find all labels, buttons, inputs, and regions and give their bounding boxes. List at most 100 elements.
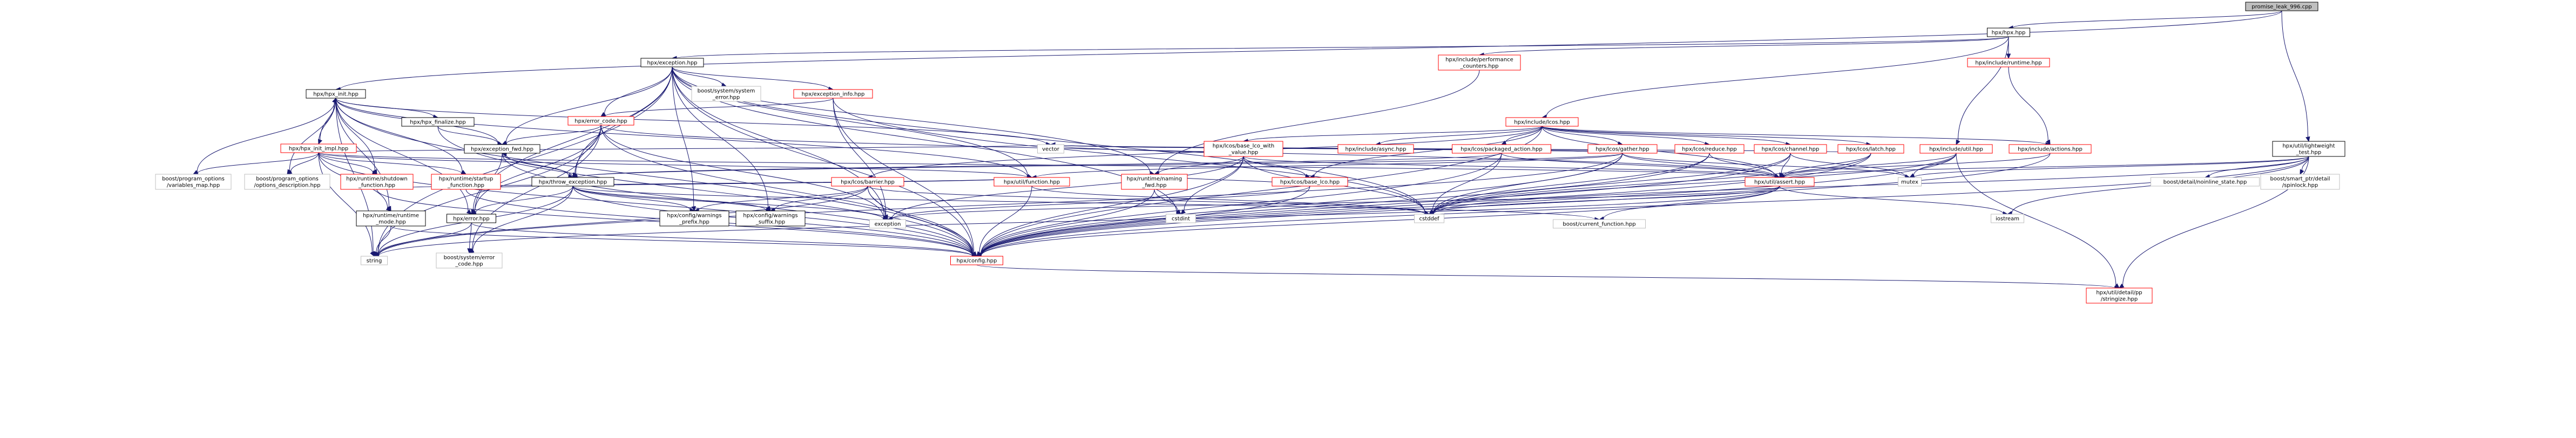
edge-line [1433, 156, 2309, 214]
node-shutdown-fn[interactable]: hpx/runtime/shutdown_function.hpp [340, 174, 414, 190]
node-label: hpx/lcos/gather.hpp [1595, 147, 1649, 153]
node-lcos-gather[interactable]: hpx/lcos/gather.hpp [1587, 144, 1658, 154]
node-label: hpx/error_code.hpp [574, 119, 627, 125]
node-perf-counters[interactable]: hpx/include/performance_counters.hpp [1438, 54, 1521, 71]
edge-line [318, 152, 373, 173]
node-inc-runtime[interactable]: hpx/include/runtime.hpp [1967, 58, 2050, 67]
node-label: exception [875, 222, 901, 228]
node-naming-fwd[interactable]: hpx/runtime/naming_fwd.hpp [1121, 174, 1188, 190]
node-box [361, 256, 388, 265]
edge-line [289, 98, 336, 171]
node-inc-lcos[interactable]: hpx/include/lcos.hpp [1505, 117, 1579, 127]
node-box [2151, 177, 2260, 187]
node-util-assert[interactable]: hpx/util/assert.hpp [1745, 177, 1815, 187]
node-boost-smart-ptr-simplock[interactable]: boost/smart_ptr/detail/spinlock.hpp [2260, 174, 2340, 190]
node-hpx-hpp[interactable]: hpx/hpx.hpp [1987, 28, 2030, 37]
node-std-iostream[interactable]: iostream [1991, 214, 2024, 223]
edge-line [1380, 126, 1543, 145]
node-packaged-action[interactable]: hpx/lcos/packaged_action.hpp [1452, 144, 1551, 154]
node-label: hpx/runtime/naming [1127, 176, 1182, 182]
edge-line [290, 152, 319, 172]
node-lcos-reduce[interactable]: hpx/lcos/reduce.hpp [1674, 144, 1745, 154]
node-lcos-base-lco[interactable]: hpx/lcos/base_lco.hpp [1272, 177, 1348, 187]
edge-line [981, 153, 2051, 256]
node-hpx-init-impl[interactable]: hpx/hpx_init_impl.hpp [280, 143, 357, 153]
edge-line [472, 125, 601, 250]
node-hpx-finalize[interactable]: hpx/hpx_finalize.hpp [401, 117, 475, 127]
node-box [793, 89, 873, 99]
node-exception[interactable]: hpx/exception.hpp [640, 58, 704, 67]
node-base-lco-with-value[interactable]: hpx/lcos/base_lco_with_value.hpp [1204, 141, 1283, 157]
node-boost-po-varmap[interactable]: boost/program_options/variables_map.hpp [155, 174, 232, 190]
edge-line [1158, 70, 1480, 173]
node-lightweight-test[interactable]: hpx/util/lightweight_test.hpp [2272, 141, 2345, 157]
edge-hpx-hpp-to-inc-lcos [1541, 36, 2009, 119]
edge-line [1779, 186, 2004, 214]
node-label: hpx/lcos/barrier.hpp [841, 180, 895, 186]
node-exception-fwd[interactable]: hpx/exception_fwd.hpp [464, 144, 540, 154]
edge-line [672, 66, 1425, 214]
node-exception-info[interactable]: hpx/exception_info.hpp [793, 89, 873, 99]
node-boost-system-error-code[interactable]: boost/system/error_code.hpp [436, 252, 503, 269]
edge-exception-fwd-to-throw-exception [502, 153, 574, 179]
node-error-hpp[interactable]: hpx/error.hpp [447, 214, 496, 223]
edge-arrowhead [971, 251, 978, 257]
node-label: hpx/lcos/base_lco.hpp [1280, 180, 1340, 186]
node-inc-actions[interactable]: hpx/include/actions.hpp [2009, 144, 2092, 154]
node-label: hpx/util/lightweight [2282, 143, 2335, 149]
edge-line [672, 66, 829, 90]
edge-line [1541, 126, 1619, 144]
node-startup-fn[interactable]: hpx/runtime/startup_function.hpp [431, 174, 501, 190]
edge-lcos-barrier-to-std-exception [867, 186, 888, 221]
edge-line [1433, 153, 1710, 214]
node-throw-exception[interactable]: hpx/throw_exception.hpp [531, 177, 614, 187]
node-std-cstddef[interactable]: cstddef [1414, 214, 1444, 223]
edge-line [474, 66, 673, 212]
node-label: boost/program_options [256, 176, 319, 182]
node-inc-util[interactable]: hpx/include/util.hpp [1919, 144, 1993, 154]
node-warnings-prefix[interactable]: hpx/config/warnings_prefix.hpp [659, 210, 729, 227]
node-std-vector[interactable]: vector [1037, 144, 1064, 154]
edge-line [475, 186, 573, 214]
node-inc-async[interactable]: hpx/include/async.hpp [1337, 144, 1414, 154]
node-std-cstdint[interactable]: cstdint [1166, 214, 1196, 223]
node-box [1337, 144, 1414, 154]
node-runtime-mode[interactable]: hpx/runtime/runtime_mode.hpp [356, 210, 426, 227]
node-box [531, 177, 614, 187]
edge-line [197, 98, 336, 173]
node-label: _code.hpp [455, 262, 483, 268]
node-boost-po-desc[interactable]: boost/program_options/options_descriptio… [244, 174, 330, 190]
node-stringize[interactable]: hpx/util/detail/pp/stringize.hpp [2086, 288, 2153, 304]
node-std-string[interactable]: string [361, 256, 388, 265]
node-box [1414, 214, 1444, 223]
edge-hpx-init-to-error-hpp [335, 98, 472, 215]
node-label: /spinlock.hpp [2282, 183, 2318, 189]
node-hpx-init[interactable]: hpx/hpx_init.hpp [306, 89, 366, 99]
edge-line [506, 154, 573, 178]
node-std-exception[interactable]: exception [869, 219, 906, 229]
node-box [447, 214, 496, 223]
node-label: iostream [1996, 216, 2019, 222]
node-box [464, 144, 540, 154]
node-warnings-suffix[interactable]: hpx/config/warnings_suffix.hpp [735, 210, 806, 227]
node-boost-system-error[interactable]: boost/system/system_error.hpp [691, 86, 761, 102]
node-util-function[interactable]: hpx/util/function.hpp [993, 177, 1070, 187]
edge-line [318, 152, 1028, 178]
node-label: _function.hpp [447, 183, 484, 189]
node-lcos-barrier[interactable]: hpx/lcos/barrier.hpp [831, 177, 904, 187]
edge-line [980, 156, 1244, 255]
node-label: hpx/hpx_finalize.hpp [410, 120, 466, 126]
edge-arrowhead [386, 206, 391, 211]
node-root[interactable]: promise_leak_996.cpp [2245, 2, 2318, 11]
node-error-code[interactable]: hpx/error_code.hpp [567, 116, 634, 126]
node-std-mutex[interactable]: mutex [1898, 177, 1922, 187]
edge-line [335, 98, 1047, 145]
node-boost-current-function[interactable]: boost/current_function.hpp [1553, 219, 1646, 229]
edge-lcos-latch-to-hpx-config [976, 153, 1871, 258]
node-lcos-channel[interactable]: hpx/lcos/channel.hpp [1754, 144, 1827, 154]
edge-util-assert-to-std-iostream [1779, 186, 2009, 216]
edge-hpx-hpp-to-exception [671, 36, 2009, 61]
node-lcos-latch[interactable]: hpx/lcos/latch.hpp [1837, 144, 1904, 154]
node-hpx-config[interactable]: hpx/config.hpp [950, 256, 1003, 265]
node-boost-noinline-state[interactable]: boost/detail/noinline_state.hpp [2151, 177, 2260, 187]
